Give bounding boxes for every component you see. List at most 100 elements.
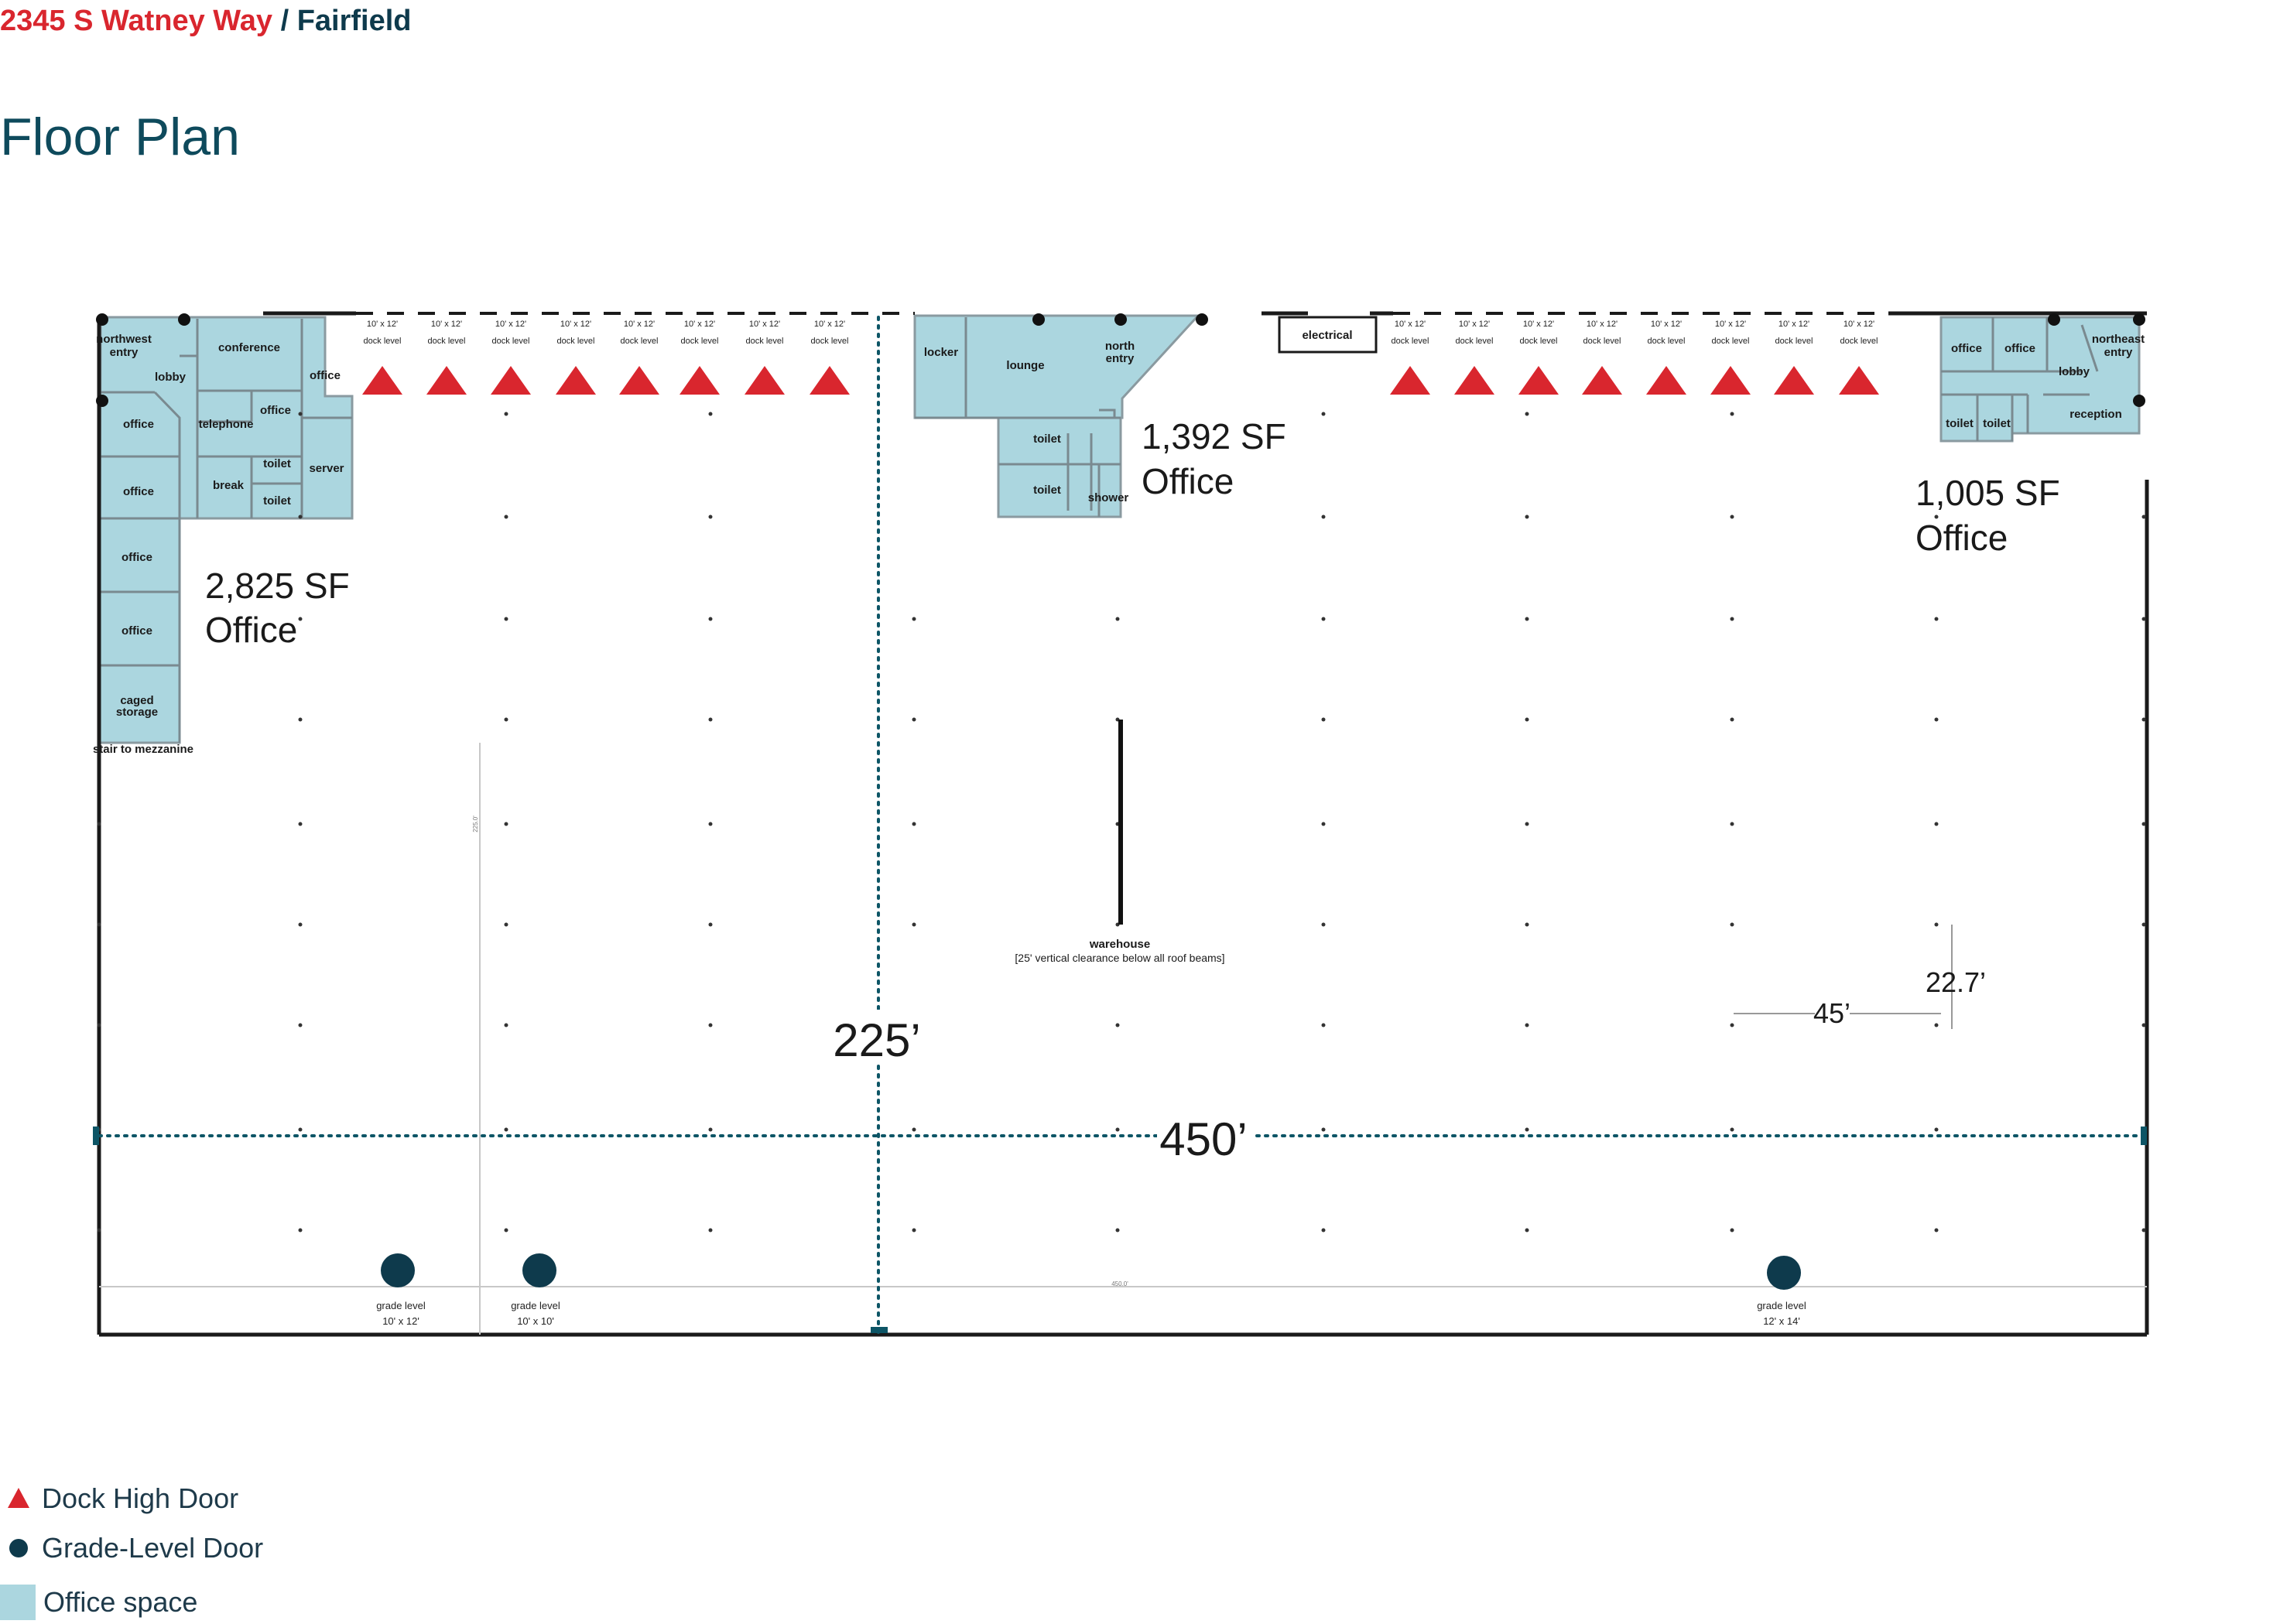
dock-door-type: dock level xyxy=(428,337,466,346)
column-grid-dot xyxy=(1115,617,1120,621)
column-grid-dot xyxy=(1525,822,1529,826)
column-grid-dot xyxy=(2141,617,2146,621)
room-label-toilet: toilet xyxy=(1033,432,1061,446)
dock-door-type: dock level xyxy=(811,337,849,346)
room-label-north-entry: north xyxy=(1105,340,1135,353)
column-grid-dot xyxy=(504,515,508,519)
column-grid-dot xyxy=(504,822,508,826)
office-area-callouts: 2,825 SF Office 1,392 SF Office 1,005 SF… xyxy=(205,416,2060,650)
room-label-northeast-entry: northeast xyxy=(2092,333,2145,346)
column-grid-dot xyxy=(1525,412,1529,416)
column-grid-dot xyxy=(1730,515,1734,519)
dock-door-triangle xyxy=(362,366,402,395)
grade-door-label: grade level xyxy=(376,1300,426,1311)
room-label-toilet: toilet xyxy=(1033,484,1061,497)
dock-door-size: 10' x 12' xyxy=(431,320,462,329)
column-grid-dot xyxy=(1115,1127,1120,1132)
column-grid-dot xyxy=(912,1127,916,1132)
legend-label: Office space xyxy=(43,1586,198,1618)
column-grid-dot xyxy=(1730,822,1734,826)
room-label-break: break xyxy=(213,479,245,492)
west-office-fill xyxy=(98,316,354,744)
dimension-end-cap xyxy=(93,1127,99,1145)
column-grid-dot xyxy=(1321,922,1326,927)
room-label-caged-storage-2: storage xyxy=(116,706,158,719)
column-grid-dot xyxy=(1321,617,1326,621)
column-grid-dot xyxy=(1934,717,1939,722)
column-grid-dot xyxy=(1525,922,1529,927)
dock-door-size: 10' x 12' xyxy=(1459,320,1490,329)
room-label-office: office xyxy=(1951,342,1982,355)
dock-high-door-icon xyxy=(8,1488,29,1508)
dock-door-size: 10' x 12' xyxy=(1523,320,1554,329)
room-label-telephone: telephone xyxy=(199,418,254,431)
column-grid-dot xyxy=(1730,1228,1734,1233)
column-grid-dot xyxy=(1525,515,1529,519)
room-label-office: office xyxy=(310,369,341,382)
dock-door-size: 10' x 12' xyxy=(624,320,655,329)
column-grid-dot xyxy=(1115,1228,1120,1233)
grade-door-label: grade level xyxy=(511,1300,560,1311)
room-label-server: server xyxy=(309,462,344,475)
column-grid-dot xyxy=(1730,922,1734,927)
office-area-sf: 1,392 SF xyxy=(1142,416,1286,456)
dock-door-triangle xyxy=(745,366,785,395)
column-dot xyxy=(1032,313,1045,326)
dock-door-type: dock level xyxy=(1456,337,1494,346)
legend-grade-level-door: Grade-Level Door xyxy=(0,1532,263,1564)
dock-door-size: 10' x 12' xyxy=(684,320,715,329)
dock-door-triangle xyxy=(619,366,659,395)
column-grid-dot xyxy=(1525,1023,1529,1027)
office-space-swatch-icon xyxy=(0,1585,36,1620)
room-label-office: office xyxy=(2004,342,2035,355)
column-grid-dot xyxy=(912,822,916,826)
column-grid-dot xyxy=(1934,617,1939,621)
warehouse-note: [25' vertical clearance below all roof b… xyxy=(1015,952,1224,964)
room-label-northwest-entry-2: entry xyxy=(110,346,139,359)
column-grid-dot xyxy=(1934,1228,1939,1233)
office-area-label: Office xyxy=(1915,518,2008,558)
column-dot xyxy=(178,313,190,326)
dock-door-type: dock level xyxy=(746,337,784,346)
dock-door-type: dock level xyxy=(621,337,659,346)
small-depth-label: 225.0' xyxy=(472,815,479,833)
grade-door-size: 12' x 14' xyxy=(1763,1315,1800,1327)
column-grid-dot xyxy=(708,1023,713,1027)
column-grid-dot xyxy=(97,922,101,927)
column-grid-dot xyxy=(1730,717,1734,722)
dimension-end-cap xyxy=(2141,1127,2147,1145)
dock-door-size: 10' x 12' xyxy=(1395,320,1426,329)
dock-door-size: 10' x 12' xyxy=(1651,320,1682,329)
column-grid-dot xyxy=(298,1228,303,1233)
column-grid-dot xyxy=(97,1228,101,1233)
column-grid-dot xyxy=(504,412,508,416)
column-grid-dot xyxy=(708,822,713,826)
legend-label: Grade-Level Door xyxy=(42,1532,264,1564)
column-dot xyxy=(96,395,108,407)
room-label-office: office xyxy=(122,551,152,564)
room-label-electrical: electrical xyxy=(1302,329,1352,342)
column-grid-dot xyxy=(912,1228,916,1233)
dimension-labels: 225’ 450’ 22.7’ 45’ 450.0' 225.0' xyxy=(472,815,1986,1287)
column-grid-dot xyxy=(1525,717,1529,722)
column-grid-dot xyxy=(1525,617,1529,621)
column-grid-dot xyxy=(1321,822,1326,826)
column-grid-dot xyxy=(1730,1023,1734,1027)
small-width-label: 450.0' xyxy=(1111,1280,1128,1287)
north-columns xyxy=(96,313,2145,407)
column-grid-dot xyxy=(708,617,713,621)
legend-office-space: Office space xyxy=(0,1585,197,1620)
legend-dock-high-door: Dock High Door xyxy=(0,1482,238,1515)
column-grid-dot xyxy=(1934,1127,1939,1132)
grade-door-labels: grade level 10' x 12' grade level 10' x … xyxy=(376,1300,1806,1327)
office-area-label: Office xyxy=(205,610,297,650)
column-grid-dot xyxy=(1934,1023,1939,1027)
dimension-end-cap xyxy=(871,1327,888,1333)
room-label-shower: shower xyxy=(1088,491,1129,504)
dock-door-triangle xyxy=(426,366,467,395)
bay-width-label: 45’ xyxy=(1813,997,1850,1029)
grade-door-size: 10' x 10' xyxy=(517,1315,554,1327)
column-grid-dot xyxy=(504,1023,508,1027)
dock-door-triangle xyxy=(1390,366,1430,395)
dock-door-type: dock level xyxy=(1583,337,1621,346)
